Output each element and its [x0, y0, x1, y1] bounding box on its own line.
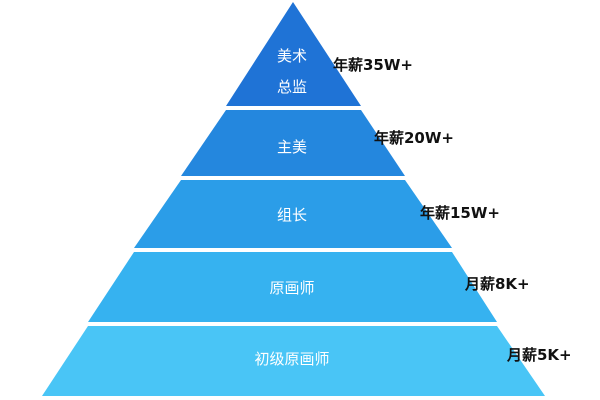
tier-2-salary: 年薪20W+ [374, 129, 454, 147]
tier-1-title-line-2: 总监 [277, 78, 307, 96]
tier-5-title: 初级原画师 [254, 350, 329, 368]
tier-1-title-line-1: 美术 [277, 47, 307, 65]
pyramid-tier-3 [134, 180, 452, 248]
tier-5-salary: 月薪5K+ [506, 346, 572, 364]
pyramid-tier-1 [226, 2, 361, 106]
tier-2-title: 主美 [277, 138, 307, 156]
tier-1-salary: 年薪35W+ [333, 56, 413, 74]
tier-4-salary: 月薪8K+ [464, 275, 530, 293]
pyramid-tier-5 [42, 326, 545, 396]
tier-3-title: 组长 [277, 206, 307, 224]
tier-4-title: 原画师 [269, 279, 314, 297]
tier-3-salary: 年薪15W+ [420, 204, 500, 222]
pyramid-tier-2 [181, 110, 405, 176]
pyramid-tier-4 [88, 252, 497, 322]
